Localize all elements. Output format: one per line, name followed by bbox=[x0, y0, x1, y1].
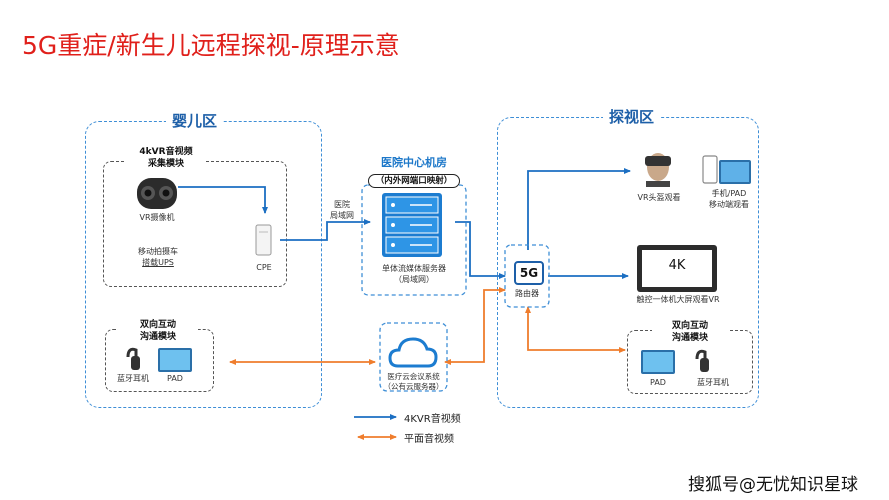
cart-label-2: 搭载UPS bbox=[142, 258, 174, 267]
router-to-vr-link bbox=[527, 168, 631, 250]
camera-to-cpe-link bbox=[178, 186, 268, 214]
visit-headset-label: 蓝牙耳机 bbox=[697, 378, 729, 387]
baby-comm-title-1: 双向互动 bbox=[118, 319, 198, 331]
vr-headset-label: VR头盔观看 bbox=[637, 193, 681, 202]
baby-zone-label: 婴儿区 bbox=[166, 110, 224, 131]
mobile-devices-icon bbox=[702, 155, 751, 184]
orange-links bbox=[229, 287, 626, 440]
big-screen-icon bbox=[637, 245, 717, 292]
lan-label-2: 局域网 bbox=[330, 211, 354, 220]
visit-comm-title-2: 沟通模块 bbox=[671, 333, 708, 343]
cloud-label-2: （公有云服务器） bbox=[383, 382, 444, 391]
baby-pad-label: PAD bbox=[167, 374, 183, 383]
hospital-room-subtitle-wrap: （内外网端口映射） bbox=[362, 168, 466, 188]
cart-label-1: 移动拍摄车 bbox=[138, 247, 178, 256]
legend-orange-label: 平面音视频 bbox=[404, 434, 454, 445]
router-visit-link bbox=[525, 306, 626, 353]
visit-pad-label: PAD bbox=[650, 378, 666, 387]
cloud-box bbox=[379, 322, 448, 392]
visit-headset-icon bbox=[695, 349, 709, 372]
visit-pad-icon bbox=[641, 350, 675, 374]
vr-headset-icon bbox=[645, 153, 671, 187]
hospital-room-subtitle: （内外网端口映射） bbox=[367, 174, 461, 188]
legend-blue-label: 4KVR音视频 bbox=[404, 414, 461, 425]
big-screen-text: 4K bbox=[668, 258, 686, 273]
cloud-label-1: 医疗云会议系统 bbox=[387, 372, 440, 381]
server-label-1: 单体流媒体服务器 bbox=[382, 264, 446, 273]
capture-module-title-2: 采集模块 bbox=[126, 158, 206, 170]
server-icon bbox=[382, 193, 442, 257]
blue-links bbox=[178, 168, 631, 420]
router-5g-badge: 5G bbox=[514, 261, 544, 285]
watermark: 搜狐号@无忧知识星球 bbox=[688, 475, 858, 495]
cpe-label: CPE bbox=[256, 263, 272, 272]
page-title: 5G重症/新生儿远程探视-原理示意 bbox=[22, 31, 400, 60]
vr-camera-label: VR摄像机 bbox=[139, 213, 175, 222]
cloud-icon bbox=[388, 337, 438, 368]
cloud-router-link bbox=[444, 287, 506, 365]
visit-comm-title-1: 双向互动 bbox=[652, 320, 728, 332]
cpe-icon bbox=[255, 224, 272, 256]
visit-zone-label: 探视区 bbox=[603, 106, 661, 127]
baby-headset-icon bbox=[126, 347, 140, 370]
vr-camera-icon bbox=[137, 178, 177, 209]
baby-comm-title-2: 沟通模块 bbox=[139, 332, 176, 342]
server-to-router-link bbox=[455, 221, 506, 279]
mobile-label-1: 手机/PAD bbox=[711, 189, 747, 198]
big-screen-label: 触控一体机大屏观看VR bbox=[636, 295, 720, 304]
router-label: 路由器 bbox=[515, 289, 539, 298]
server-label-2: （局域网） bbox=[394, 275, 434, 284]
cpe-to-server-link bbox=[280, 219, 371, 241]
router-box bbox=[504, 244, 550, 308]
baby-pad-icon bbox=[158, 348, 192, 372]
mobile-label-2: 移动端观看 bbox=[709, 200, 749, 209]
capture-module-title-1: 4kVR音视频 bbox=[126, 146, 206, 158]
baby-headset-label: 蓝牙耳机 bbox=[117, 374, 149, 383]
lan-label-1: 医院 bbox=[334, 200, 350, 209]
hospital-room-title: 医院中心机房 bbox=[381, 156, 447, 169]
